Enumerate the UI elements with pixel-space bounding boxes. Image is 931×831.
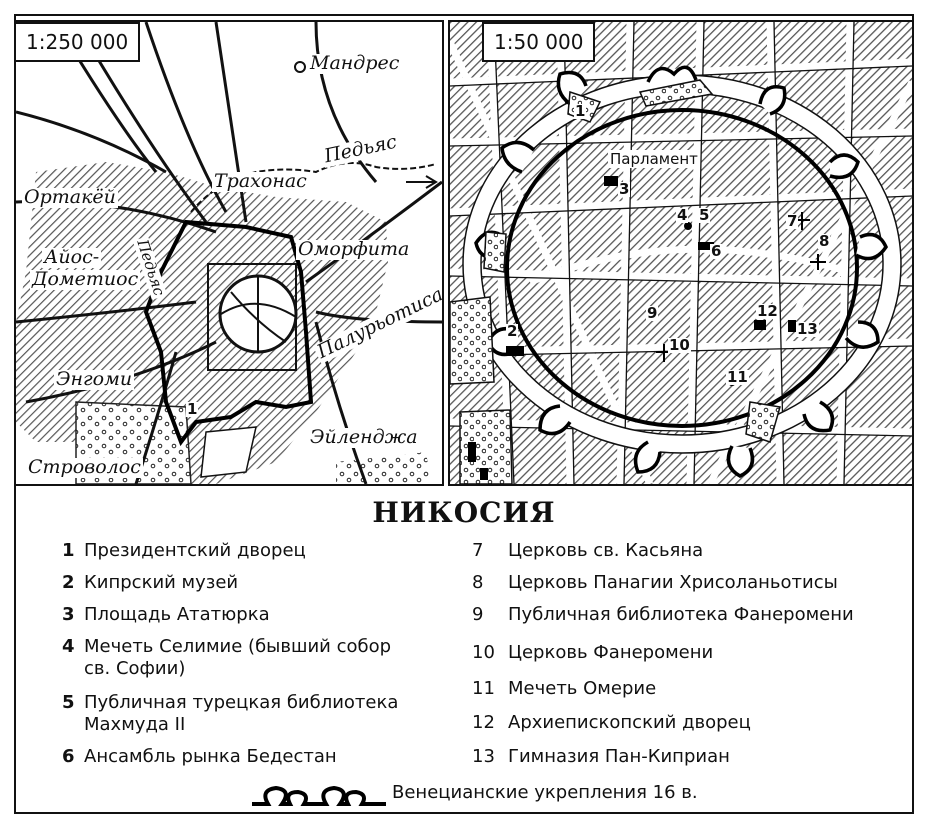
open-area (200, 426, 257, 478)
marker-6: 6 (710, 242, 723, 260)
marker-5: 5 (698, 206, 711, 224)
place-ortakei: Ортакёй (22, 186, 118, 208)
overview-map: 1:250 000 Мандрес Педьяс Трахонас Ортакё… (14, 20, 444, 486)
old-city-map: 1:50 000 Парламент 3 4 5 6 7 8 2 9 10 12… (448, 20, 914, 486)
fortification-symbol-icon (252, 785, 386, 806)
marker-2: 2 (506, 322, 519, 340)
inset-scale: 1:50 000 (482, 22, 596, 62)
marker-1-overview: 1 (186, 400, 199, 418)
marker-4: 4 (676, 206, 689, 224)
marker-12: 12 (756, 302, 779, 320)
label-parliament: Парламент (608, 150, 700, 168)
overview-scale: 1:250 000 (16, 22, 141, 62)
marker-7: 7 (786, 212, 799, 230)
marker-9: 9 (646, 304, 659, 322)
dotted-area-east (336, 452, 431, 484)
fortification-legend: Венецианские укрепления 16 в. (250, 780, 900, 810)
overview-map-drawing (16, 22, 442, 484)
place-engomi: Энгоми (54, 368, 135, 390)
place-eilendzha: Эйленджа (308, 426, 420, 448)
place-omorfita: Оморфита (296, 238, 412, 260)
old-city-drawing (450, 22, 912, 484)
marker-1: 1 (574, 102, 587, 120)
venetian-walls (474, 65, 888, 478)
place-aios-2: Дометиос (30, 268, 141, 290)
marker-13: 13 (796, 320, 819, 338)
old-city-streets (220, 277, 297, 352)
marker-3: 3 (618, 180, 631, 198)
map-title: НИКОСИЯ (372, 496, 556, 529)
arrow-east-icon (406, 175, 438, 189)
marker-10: 10 (668, 336, 691, 354)
place-strovolos: Строволос (26, 456, 143, 478)
marker-11: 11 (726, 368, 749, 386)
marker-8: 8 (818, 232, 831, 250)
place-aios-1: Айос- (42, 246, 102, 268)
place-trachonas: Трахонас (212, 170, 309, 192)
place-mandres: Мандрес (308, 52, 402, 74)
mandres-marker (294, 61, 306, 73)
fortification-label: Венецианские укрепления 16 в. (392, 782, 698, 803)
